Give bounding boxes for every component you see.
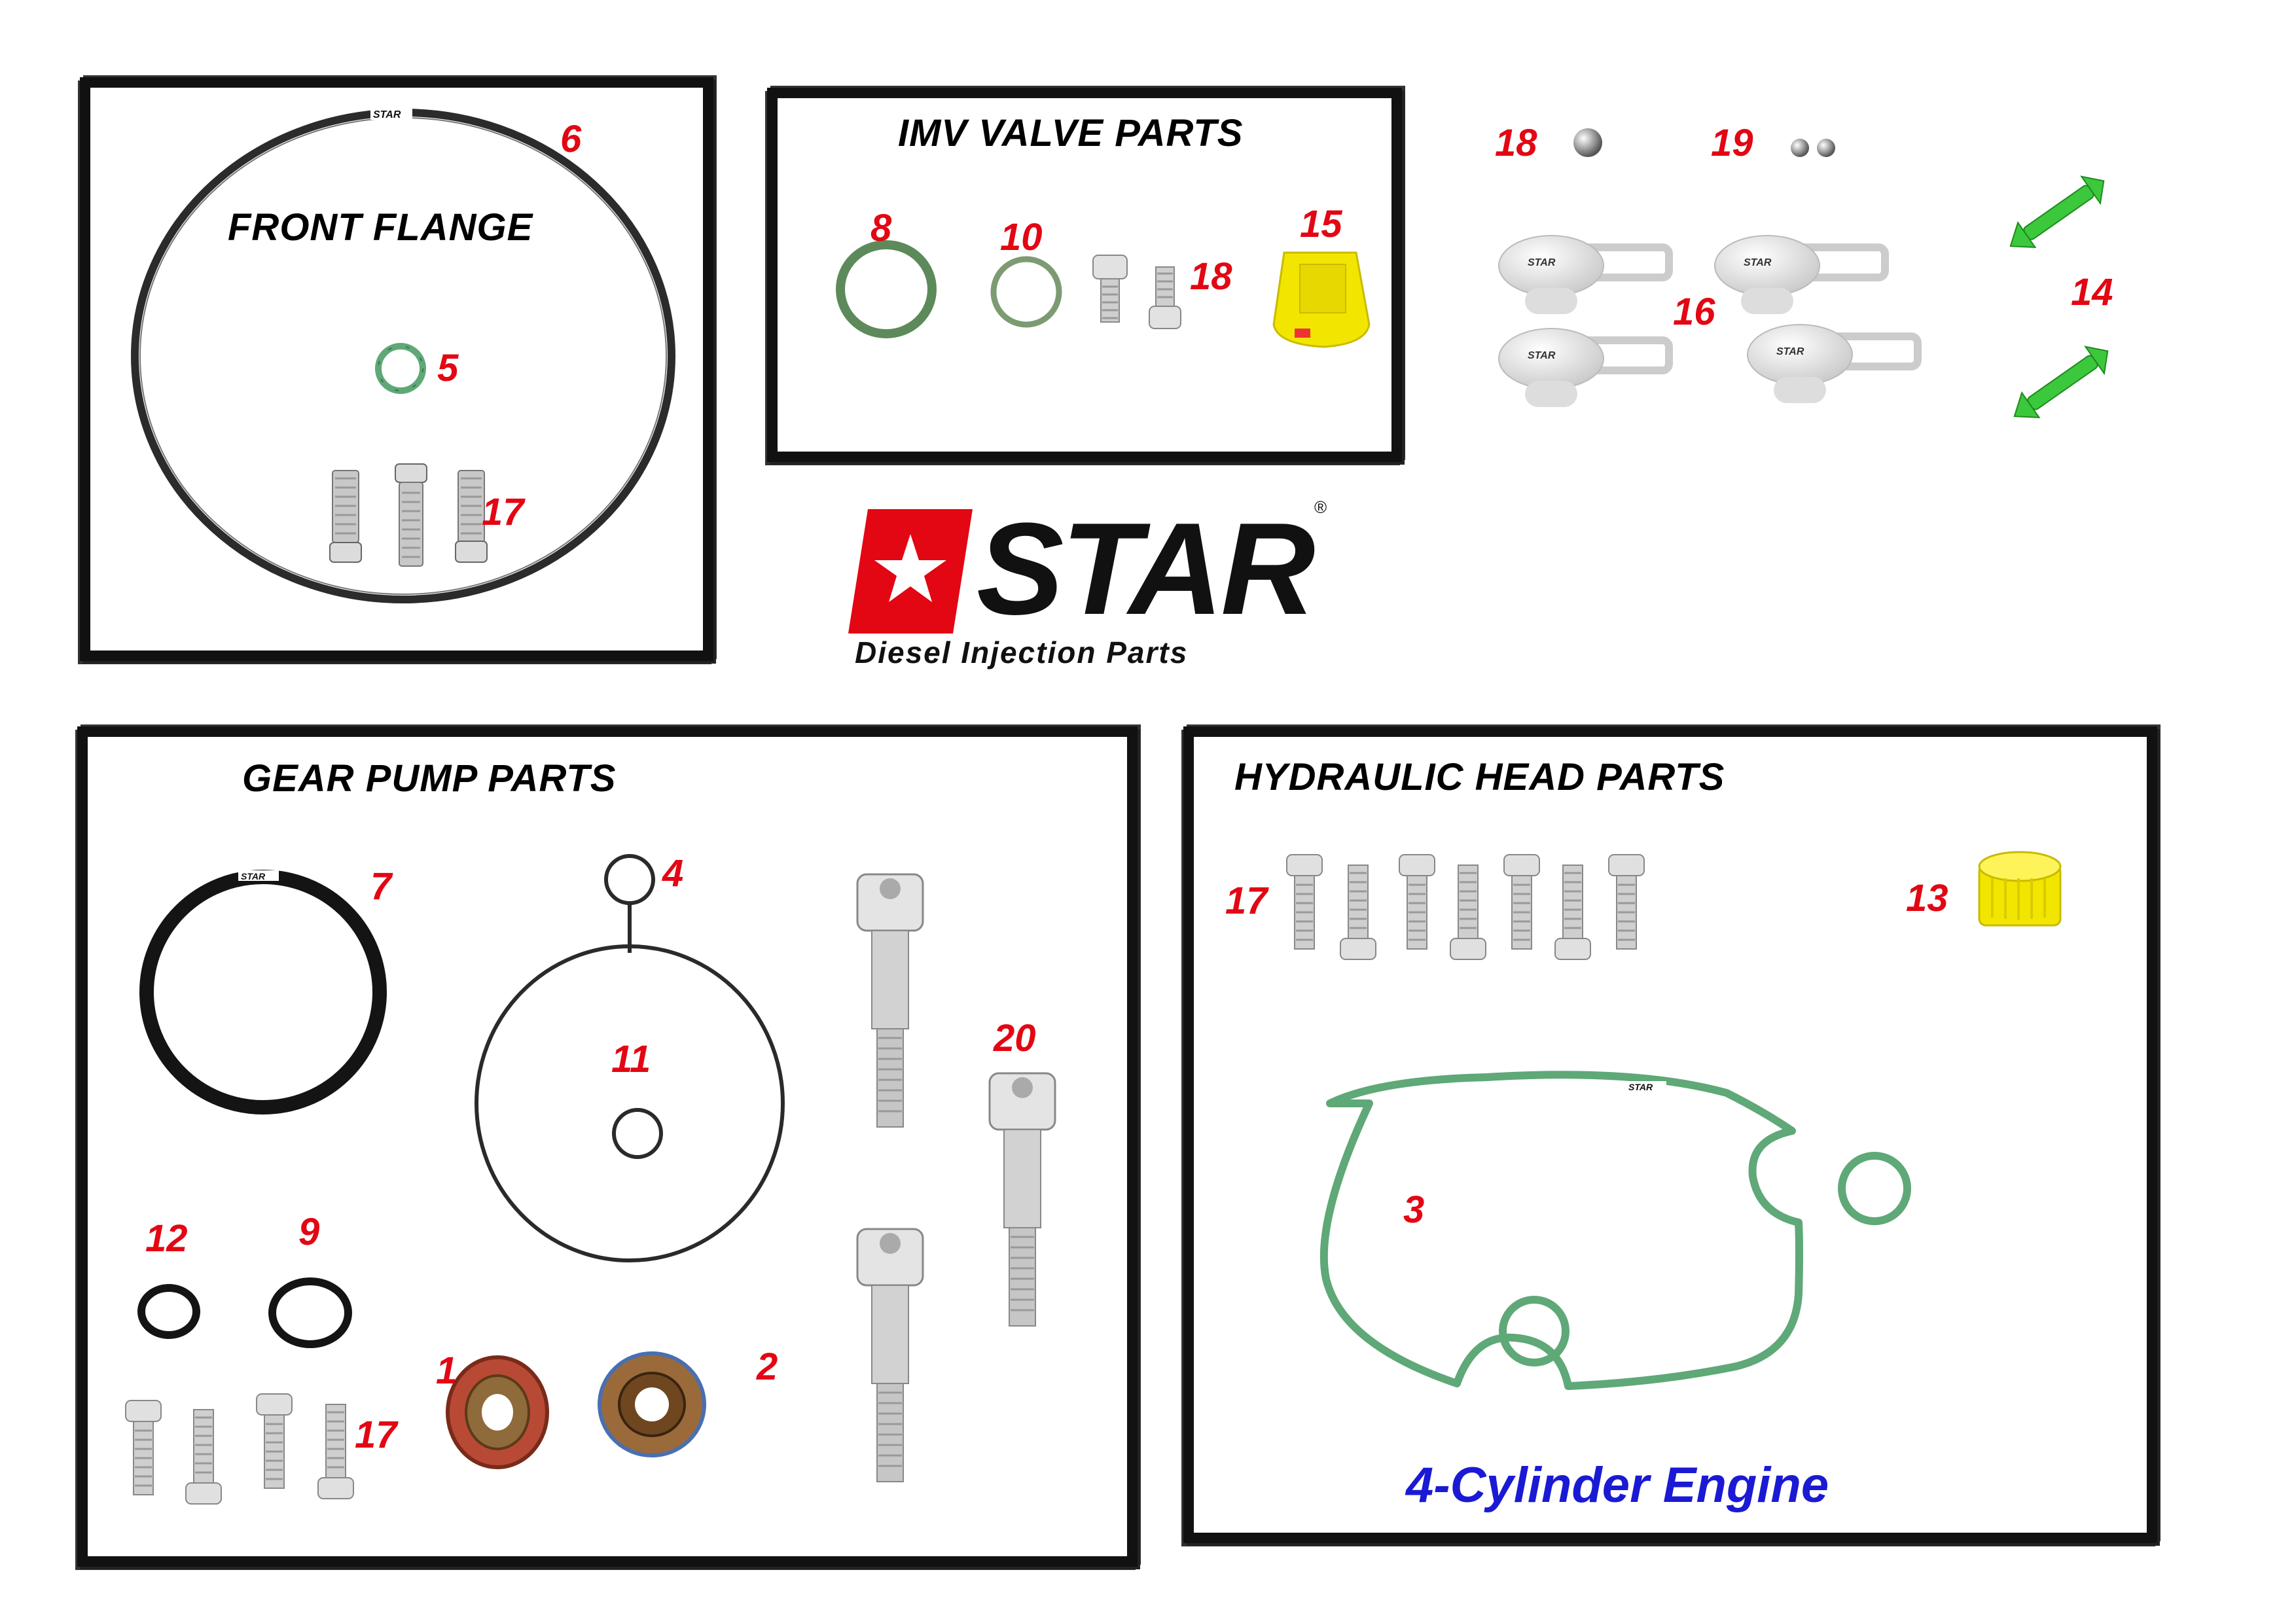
- front-flange-title: FRONT FLANGE: [228, 206, 533, 249]
- label-16: 16: [1673, 291, 1715, 333]
- star-logo-mark: [848, 509, 973, 633]
- protective-caps: STAR STAR STAR STAR: [1498, 235, 1922, 407]
- label-20: 20: [994, 1017, 1036, 1060]
- front-flange-o-ring: STAR: [131, 108, 675, 603]
- label-15: 15: [1300, 203, 1342, 245]
- label-17-flange: 17: [482, 491, 524, 533]
- svg-text:STAR: STAR: [241, 871, 266, 882]
- label-8: 8: [870, 207, 892, 249]
- hydraulic-head-gasket: [1319, 1071, 1803, 1390]
- shaft-seal-1: [446, 1355, 549, 1469]
- label-4: 4: [662, 852, 684, 895]
- loose-parts-drawing: STAR STAR STAR STAR: [1498, 128, 2109, 418]
- gear-pump-title: GEAR PUMP PARTS: [242, 757, 617, 800]
- label-18-ball: 18: [1495, 122, 1537, 164]
- svg-text:STAR: STAR: [373, 109, 401, 120]
- yellow-cap: [1978, 851, 2062, 927]
- label-2: 2: [757, 1346, 778, 1388]
- engine-caption: 4-Cylinder Engine: [1406, 1457, 1829, 1513]
- imv-parts-drawing: [836, 240, 1371, 348]
- gear-pump-panel: GEAR PUMP PARTS STAR: [77, 726, 1138, 1567]
- long-bolts: [856, 873, 1056, 1482]
- label-17-hydraulic: 17: [1225, 880, 1268, 922]
- svg-text:STAR: STAR: [1528, 257, 1556, 268]
- hydraulic-head-title: HYDRAULIC HEAD PARTS: [1234, 756, 1725, 798]
- check-ball-large: [1573, 128, 1602, 157]
- check-ball-small-2: [1817, 139, 1835, 157]
- gear-pump-bolts: [125, 1393, 354, 1505]
- label-18-imv: 18: [1190, 255, 1232, 298]
- star-logo-tagline: Diesel Injection Parts: [855, 635, 1189, 669]
- label-17-gear: 17: [355, 1414, 397, 1456]
- label-14: 14: [2071, 271, 2113, 313]
- svg-text:STAR: STAR: [1744, 257, 1772, 268]
- front-flange-bolts: [329, 463, 488, 567]
- svg-text:STAR: STAR: [1628, 1082, 1653, 1092]
- gear-pump-parts-drawing: STAR: [125, 854, 1056, 1505]
- star-logo-registered: ®: [1314, 497, 1327, 517]
- check-ball-small-1: [1791, 139, 1809, 157]
- hydraulic-head-panel: HYDRAULIC HEAD PARTS STAR 17 13 3 4-Cyli…: [1183, 726, 2157, 1543]
- label-12: 12: [145, 1217, 188, 1260]
- label-10: 10: [1000, 216, 1043, 259]
- label-11: 11: [611, 1038, 651, 1080]
- label-6: 6: [560, 118, 582, 160]
- imv-valve-title: IMV VALVE PARTS: [898, 112, 1244, 154]
- label-5: 5: [437, 347, 459, 389]
- star-logo-word: STAR: [977, 496, 1316, 642]
- shaft-seal-2: [598, 1351, 706, 1457]
- label-9: 9: [298, 1211, 320, 1253]
- label-19: 19: [1711, 122, 1753, 164]
- star-logo: STAR ® Diesel Injection Parts: [848, 497, 1346, 681]
- green-clips: [2009, 175, 2109, 418]
- hydraulic-head-bolts: [1286, 854, 1645, 960]
- hydraulic-head-parts-drawing: STAR: [1286, 851, 2062, 1390]
- label-3: 3: [1403, 1188, 1425, 1231]
- svg-text:STAR: STAR: [1776, 346, 1804, 357]
- label-7: 7: [370, 865, 392, 908]
- label-13: 13: [1906, 877, 1948, 919]
- imv-valve-panel: IMV VALVE PARTS 8 10 18 15: [767, 88, 1402, 462]
- label-1: 1: [436, 1349, 457, 1392]
- front-flange-panel: FRONT FLANGE STAR: [80, 77, 713, 661]
- svg-text:STAR: STAR: [1528, 350, 1556, 361]
